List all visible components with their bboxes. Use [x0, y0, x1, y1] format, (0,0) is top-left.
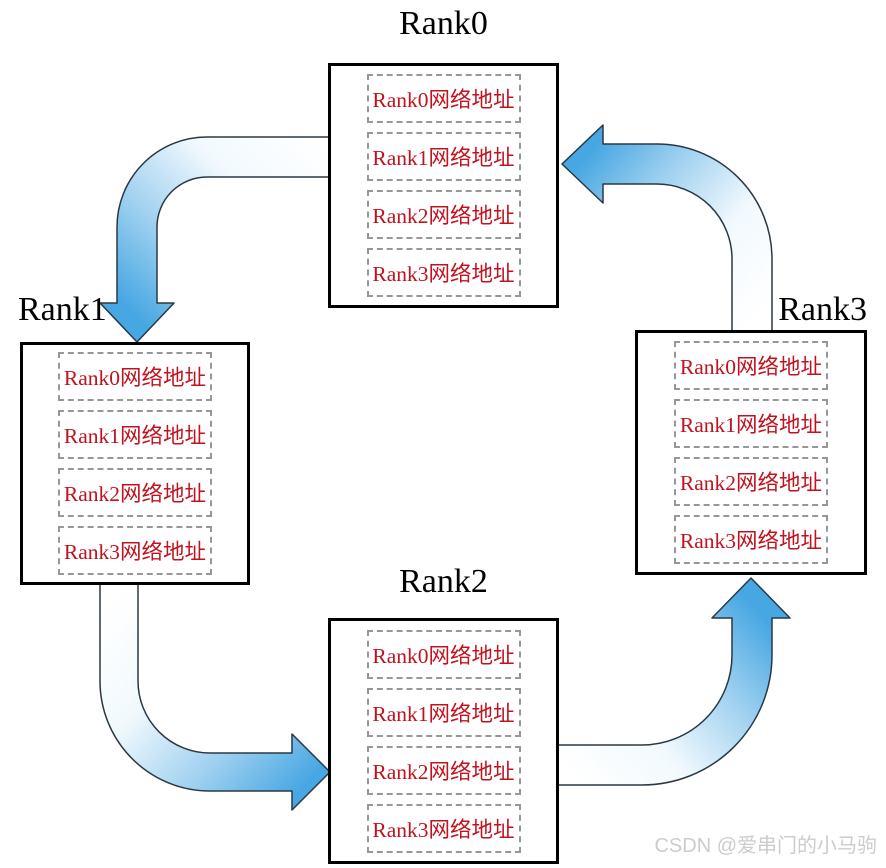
arrow-rank3-to-rank0	[561, 124, 773, 333]
watermark: CSDN @爱串门的小马驹	[654, 835, 877, 857]
address-entry: Rank0网络地址	[58, 352, 212, 401]
address-entry: Rank0网络地址	[366, 74, 521, 123]
arrow-rank1-to-rank2	[99, 582, 331, 811]
node-rank3: Rank0网络地址 Rank1网络地址 Rank2网络地址 Rank3网络地址	[635, 330, 867, 575]
address-entry: Rank3网络地址	[366, 803, 521, 853]
address-entry: Rank1网络地址	[366, 687, 521, 737]
node-title-rank1: Rank1	[18, 291, 107, 328]
address-entry: Rank2网络地址	[366, 745, 521, 795]
address-entry: Rank3网络地址	[58, 526, 212, 575]
address-entry: Rank2网络地址	[674, 457, 828, 506]
address-entry: Rank1网络地址	[58, 410, 212, 459]
address-entry: Rank0网络地址	[366, 629, 521, 679]
node-title-rank0: Rank0	[399, 5, 488, 42]
address-entry: Rank1网络地址	[674, 399, 828, 448]
address-entry: Rank1网络地址	[366, 132, 521, 181]
address-entry: Rank3网络地址	[674, 515, 828, 564]
address-entry: Rank3网络地址	[366, 248, 521, 297]
address-entry: Rank2网络地址	[366, 190, 521, 239]
address-entry: Rank0网络地址	[674, 341, 828, 390]
node-title-rank3: Rank3	[778, 291, 867, 328]
node-rank2: Rank0网络地址 Rank1网络地址 Rank2网络地址 Rank3网络地址	[328, 618, 559, 864]
arrow-rank0-to-rank1	[99, 136, 333, 343]
node-rank1: Rank0网络地址 Rank1网络地址 Rank2网络地址 Rank3网络地址	[20, 342, 250, 585]
address-entry: Rank2网络地址	[58, 468, 212, 517]
node-title-rank2: Rank2	[399, 563, 488, 600]
arrow-rank2-to-rank3	[555, 577, 791, 786]
node-rank0: Rank0网络地址 Rank1网络地址 Rank2网络地址 Rank3网络地址	[328, 63, 559, 308]
